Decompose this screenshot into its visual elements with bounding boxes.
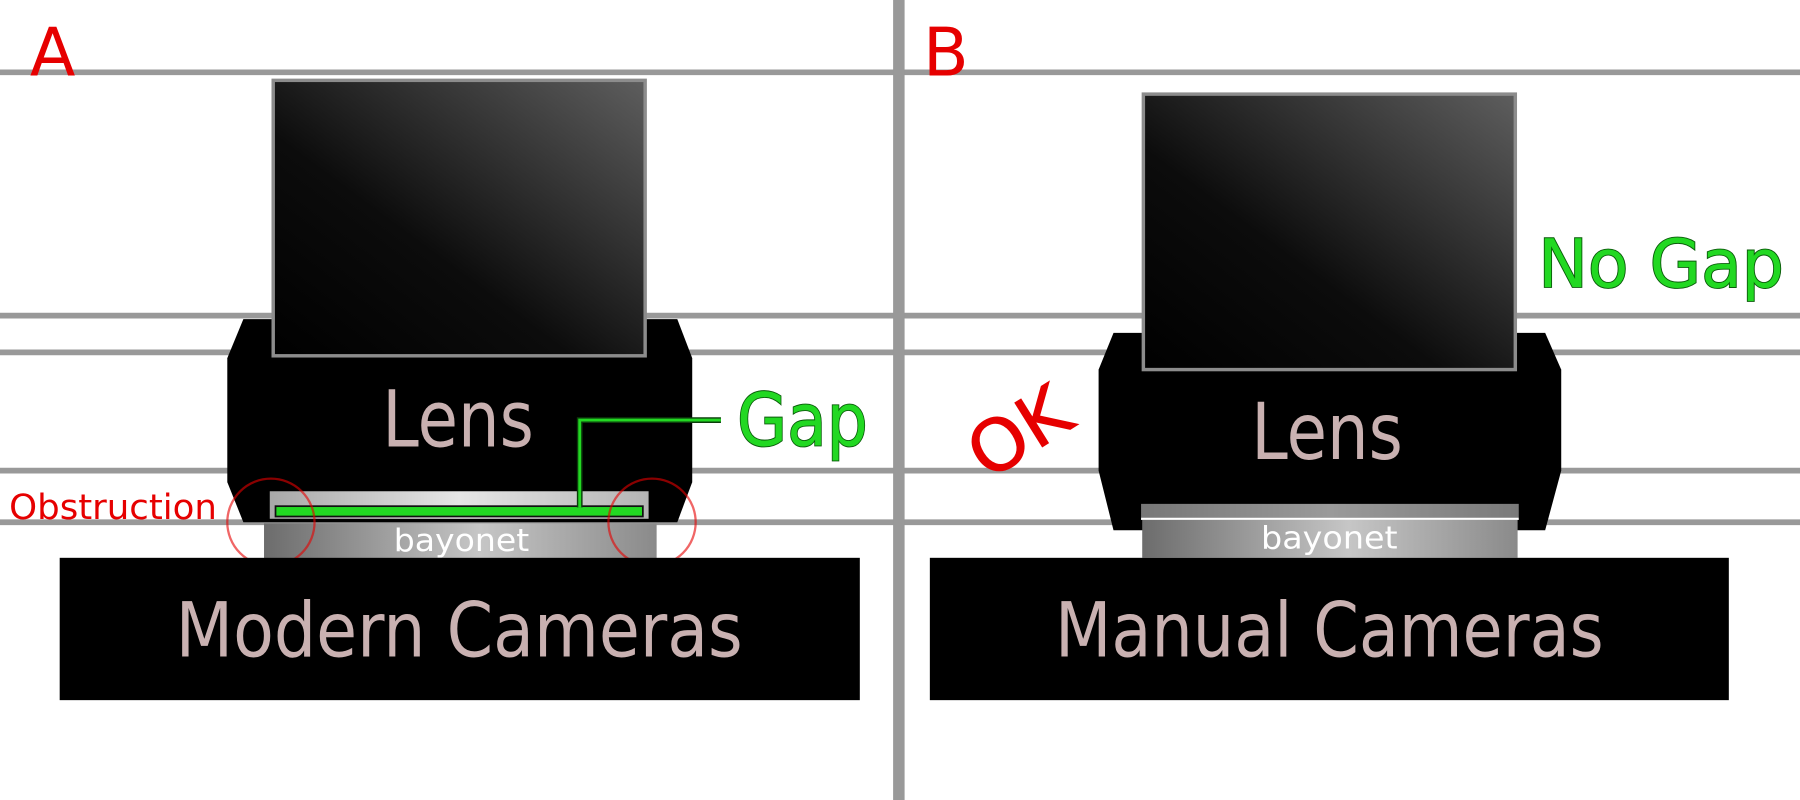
panel-b-letter: B xyxy=(923,14,969,92)
gap-label: Gap xyxy=(737,378,868,463)
camera-label-a: Modern Cameras xyxy=(176,587,743,675)
lens-top-b xyxy=(1141,92,1518,372)
camera-body-a xyxy=(59,557,860,701)
mount-seam-b xyxy=(1141,517,1519,520)
lens-label-a: Lens xyxy=(382,375,534,465)
lens-top-a xyxy=(271,78,647,358)
mount-plate-b xyxy=(1141,503,1519,518)
no-gap-label: No Gap xyxy=(1538,225,1784,303)
bayonet-label-b: bayonet xyxy=(1261,521,1398,557)
lens-body-a xyxy=(227,319,693,523)
panel-b: B Lens bayonet No Gap OK Manual Cameras xyxy=(923,14,1785,701)
gap-indicator-a xyxy=(274,505,644,518)
bayonet-a xyxy=(264,523,657,559)
camera-label-b: Manual Cameras xyxy=(1055,587,1604,675)
obstruction-label: Obstruction xyxy=(9,488,217,528)
panel-a-letter: A xyxy=(30,14,76,92)
bayonet-label-a: bayonet xyxy=(394,523,529,559)
lens-label-b: Lens xyxy=(1251,388,1403,478)
bayonet-b xyxy=(1142,519,1518,558)
panel-divider xyxy=(893,0,905,800)
panel-a: A Lens Gap bayonet Obstruction Modern Ca… xyxy=(9,14,869,701)
camera-body-b xyxy=(929,557,1729,701)
lens-body-b xyxy=(1098,332,1562,531)
gap-leader-line xyxy=(578,418,721,508)
